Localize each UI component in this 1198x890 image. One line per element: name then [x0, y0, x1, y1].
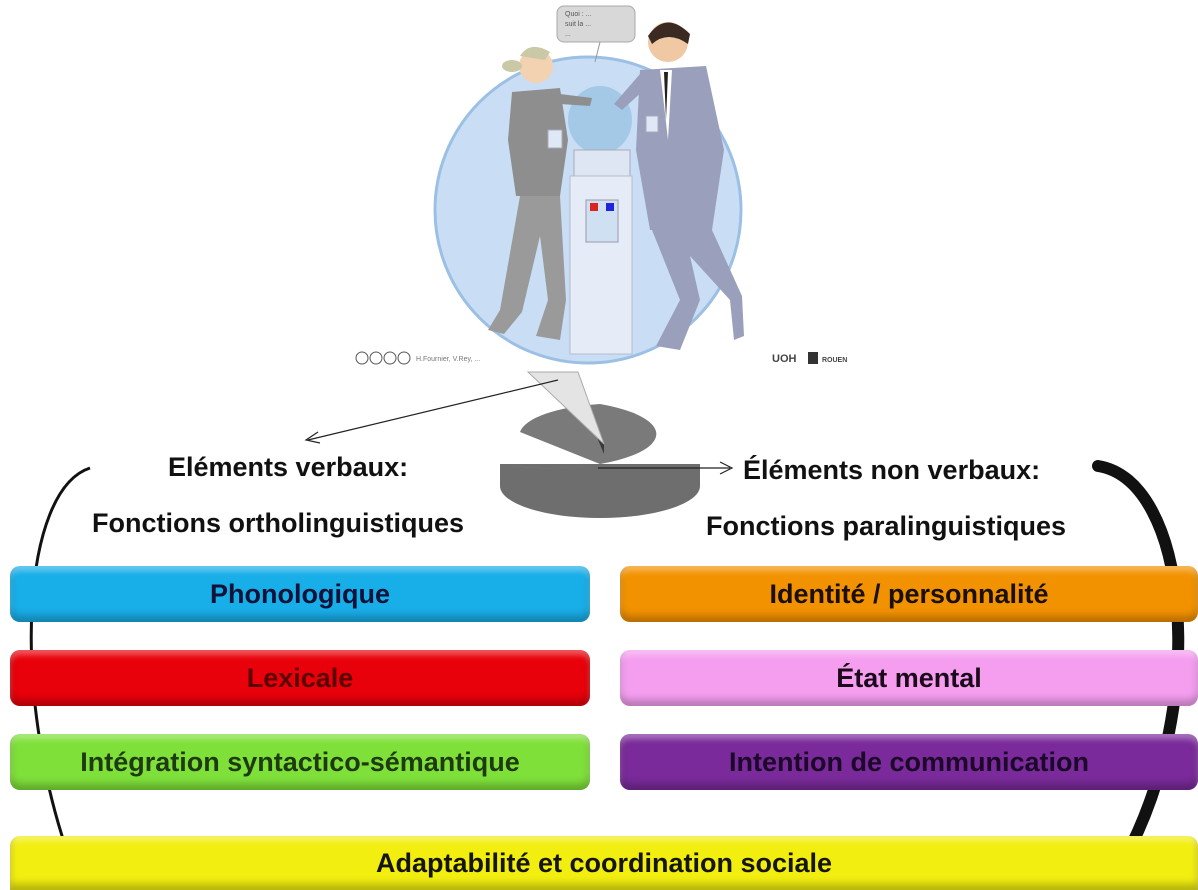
lexical-label: Lexicale: [246, 662, 354, 693]
phonological-label: Phonologique: [210, 578, 390, 609]
lexical-bar: Lexicale: [10, 650, 590, 706]
woman-figure: [488, 46, 592, 340]
syntactic-semantic-bar: Intégration syntactico-sémantique: [10, 734, 590, 790]
man-figure: [614, 22, 744, 350]
communication-intent-label: Intention de communication: [728, 746, 1089, 777]
paralinguistic-functions-title: Fonctions paralinguistiques: [706, 511, 1067, 541]
social-coordination-bar: Adaptabilité et coordination sociale: [10, 836, 1198, 890]
communication-intent-bar: Intention de communication: [620, 734, 1198, 790]
social-coordination-label: Adaptabilité et coordination sociale: [375, 847, 833, 878]
phonological-bar: Phonologique: [10, 566, 590, 622]
credit-badges: H.Fournier, V.Rey, ...: [355, 351, 480, 365]
credit-text: H.Fournier, V.Rey, ...: [416, 356, 480, 363]
bubble-line-2: suit la ...: [565, 21, 591, 28]
speech-bubble: Quoi : ... suit la ... ...: [556, 5, 636, 63]
university-logo: ROUEN: [822, 357, 847, 364]
identity-bar: Identité / personnalité: [620, 566, 1198, 622]
pie-chart: [500, 371, 700, 518]
ortholinguistic-functions-title: Fonctions ortholinguistiques: [92, 508, 464, 538]
verbal-elements-title: Eléments verbaux:: [168, 452, 409, 482]
identity-label: Identité / personnalité: [769, 578, 1049, 609]
bubble-line-3: ...: [565, 31, 571, 38]
bubble-line-1: Quoi : ...: [565, 11, 592, 18]
mental-state-label: État mental: [836, 662, 982, 693]
uoh-logo: UOH: [772, 353, 797, 365]
mental-state-bar: État mental: [620, 650, 1198, 706]
syntactic-semantic-label: Intégration syntactico-sémantique: [80, 746, 520, 777]
arrow-to-verbal: [307, 379, 559, 441]
water-cooler: [568, 86, 633, 355]
nonverbal-elements-title: Éléments non verbaux:: [743, 455, 1041, 485]
